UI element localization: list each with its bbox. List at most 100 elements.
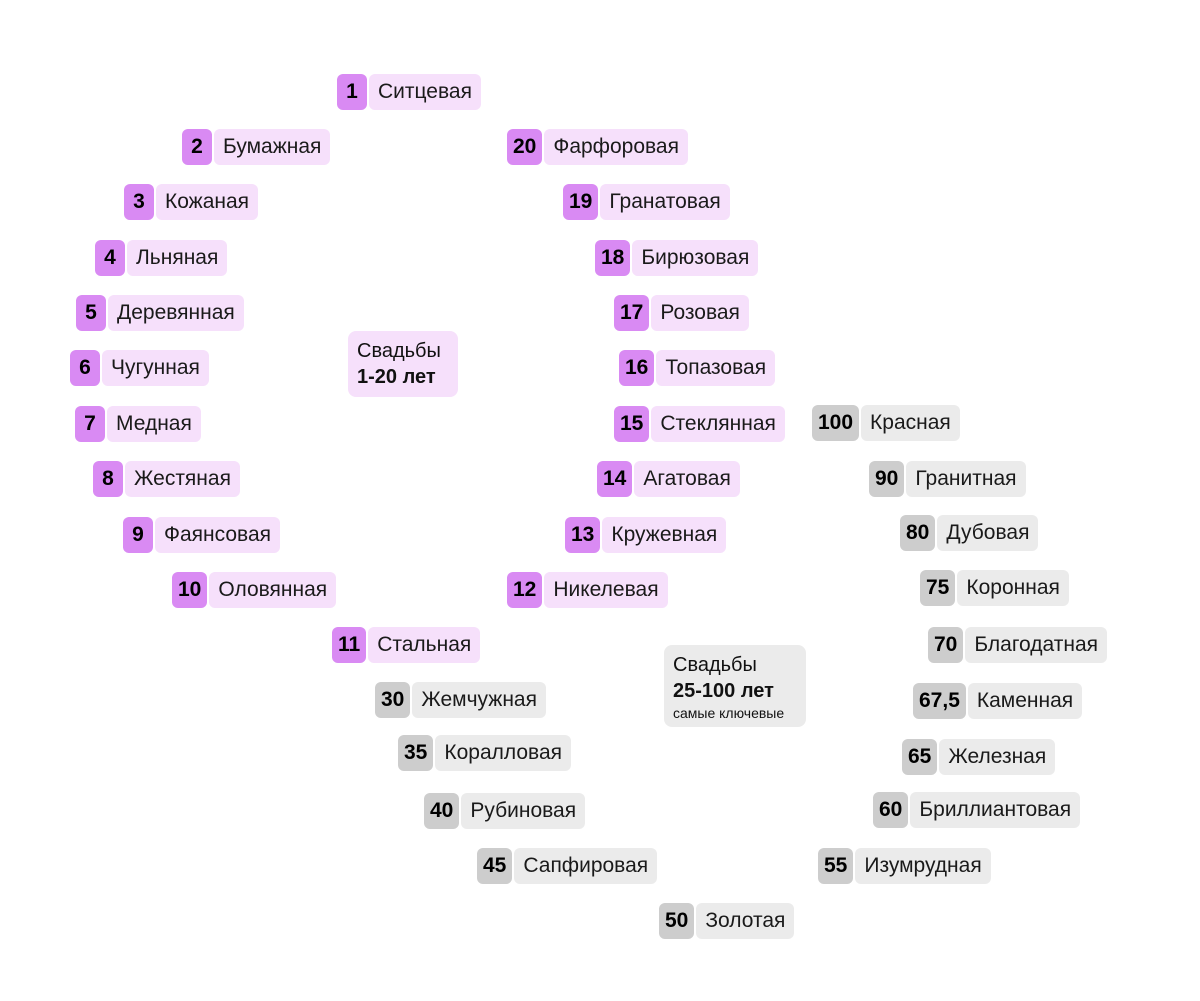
anniversary-number: 30 — [375, 682, 411, 718]
anniversary-name: Кожаная — [156, 184, 259, 220]
anniversary-name: Агатовая — [634, 461, 740, 497]
anniversary-name: Жемчужная — [412, 682, 546, 718]
anniversary-name: Фарфоровая — [544, 129, 688, 165]
anniversary-name: Коронная — [957, 570, 1069, 606]
anniversary-number: 40 — [424, 793, 460, 829]
group-label-25-100-line1: Свадьбы — [673, 654, 757, 676]
anniversary-number: 12 — [507, 572, 543, 608]
anniversary-name: Золотая — [696, 903, 795, 939]
anniversary-name: Бриллиантовая — [910, 792, 1081, 828]
anniversary-name: Бирюзовая — [632, 240, 759, 276]
anniversary-name: Топазовая — [656, 350, 776, 386]
anniversary-name: Сапфировая — [514, 848, 658, 884]
anniversary-number: 90 — [869, 461, 905, 497]
anniversary-number: 55 — [818, 848, 854, 884]
anniversary-name: Медная — [107, 406, 201, 442]
anniversary-number: 80 — [900, 515, 936, 551]
anniversary-number: 3 — [124, 184, 154, 220]
anniversary-name: Железная — [939, 739, 1056, 775]
anniversary-name: Деревянная — [108, 295, 244, 331]
anniversary-name: Льняная — [127, 240, 228, 276]
anniversary-number: 1 — [337, 74, 367, 110]
anniversary-name: Фаянсовая — [155, 517, 280, 553]
anniversary-number: 2 — [182, 129, 212, 165]
group-label-25-100-line2: 25-100 лет — [673, 680, 774, 702]
anniversary-number: 45 — [477, 848, 513, 884]
anniversary-number: 20 — [507, 129, 543, 165]
anniversary-name: Дубовая — [937, 515, 1039, 551]
anniversary-number: 16 — [619, 350, 655, 386]
anniversary-number: 19 — [563, 184, 599, 220]
group-label-1-20-line1: Свадьбы — [357, 340, 441, 362]
anniversary-name: Оловянная — [209, 572, 337, 608]
anniversary-name: Благодатная — [965, 627, 1107, 663]
anniversary-name: Коралловая — [435, 735, 572, 771]
anniversary-name: Стеклянная — [651, 406, 785, 442]
group-label-25-100-line3: самые ключевые — [673, 705, 785, 721]
anniversary-number: 14 — [597, 461, 633, 497]
anniversary-number: 6 — [70, 350, 100, 386]
anniversary-number: 50 — [659, 903, 695, 939]
anniversary-name: Жестяная — [125, 461, 240, 497]
anniversary-number: 10 — [172, 572, 208, 608]
anniversary-number: 7 — [75, 406, 105, 442]
anniversary-number: 5 — [76, 295, 106, 331]
anniversary-number: 75 — [920, 570, 956, 606]
anniversary-number: 4 — [95, 240, 125, 276]
anniversary-name: Кружевная — [602, 517, 727, 553]
anniversary-number: 70 — [928, 627, 964, 663]
anniversary-name: Каменная — [967, 683, 1083, 719]
group-label-1-20-line2: 1-20 лет — [357, 366, 436, 388]
anniversary-name: Розовая — [651, 295, 749, 331]
anniversary-number: 11 — [332, 627, 367, 663]
group-label-25-100: Свадьбы 25-100 лет самые ключевые — [664, 645, 806, 727]
anniversary-number: 17 — [614, 295, 650, 331]
anniversary-name: Гранитная — [906, 461, 1026, 497]
anniversary-name: Гранатовая — [600, 184, 730, 220]
anniversary-number: 15 — [614, 406, 650, 442]
anniversary-number: 9 — [123, 517, 153, 553]
anniversary-name: Стальная — [368, 627, 481, 663]
anniversary-name: Чугунная — [102, 350, 209, 386]
anniversary-name: Ситцевая — [369, 74, 481, 110]
anniversary-number: 35 — [398, 735, 434, 771]
anniversary-name: Бумажная — [214, 129, 331, 165]
group-label-1-20: Свадьбы 1-20 лет — [348, 331, 458, 397]
anniversary-number: 65 — [902, 739, 938, 775]
anniversary-number: 100 — [812, 405, 860, 441]
anniversary-number: 8 — [93, 461, 123, 497]
